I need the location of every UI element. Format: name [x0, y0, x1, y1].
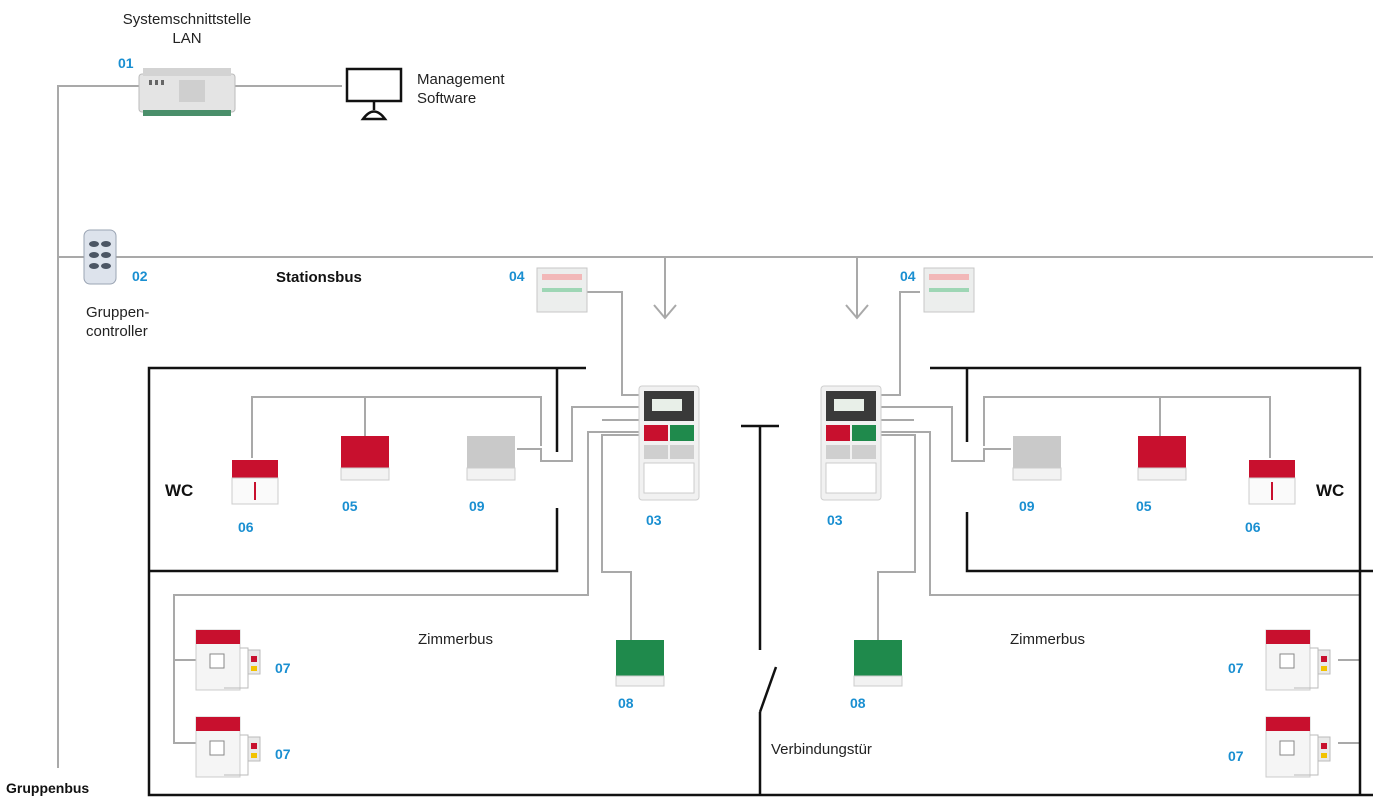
number-05-left: 05: [342, 498, 358, 514]
room-terminal-icon: [638, 385, 700, 501]
number-04-left: 04: [509, 268, 525, 284]
pull-cord-icon: [1248, 460, 1296, 505]
bed-call-unit-icon: [195, 629, 261, 691]
number-07-left-top: 07: [275, 660, 291, 676]
monitor-icon: [345, 67, 403, 121]
group-controller-label-line2: controller: [86, 323, 148, 340]
number-08-right: 08: [850, 695, 866, 711]
wc-right-label: WC: [1316, 481, 1345, 500]
system-interface-label-line1: Systemschnittstelle: [122, 11, 252, 28]
arrow-left: [653, 257, 677, 320]
verbindungstuer-label: Verbindungstür: [771, 741, 872, 758]
number-08-left: 08: [618, 695, 634, 711]
green-cancel-button-icon: [615, 640, 665, 687]
corridor-light-icon: [923, 267, 975, 313]
zimmerbus-left: [601, 434, 640, 640]
zimmerbus-right-label: Zimmerbus: [1010, 631, 1086, 648]
zimmerbus-right: [877, 434, 916, 640]
red-call-button-icon: [340, 436, 390, 481]
number-07-left-bottom: 07: [275, 746, 291, 762]
room-right-wall: [930, 366, 1362, 795]
bed-call-unit-icon: [195, 716, 261, 778]
gruppenbus-line: [57, 85, 140, 768]
zimmerbus-left-label: Zimmerbus: [418, 631, 494, 648]
number-06-left: 06: [238, 519, 254, 535]
light-right-link: [880, 291, 920, 396]
management-label: Management Software: [417, 70, 505, 108]
corridor-light-icon: [536, 267, 588, 313]
wc-left-label: WC: [165, 481, 194, 500]
number-02: 02: [132, 268, 148, 284]
number-09-left: 09: [469, 498, 485, 514]
number-09-right: 09: [1019, 498, 1035, 514]
arrow-right: [845, 257, 869, 320]
door-frame: [741, 424, 779, 650]
din-rail-module-icon: [138, 68, 236, 116]
number-03-left: 03: [646, 512, 662, 528]
number-01: 01: [118, 55, 134, 71]
room-terminal-icon: [820, 385, 882, 501]
light-left-link: [587, 291, 640, 396]
door-leaf: [758, 666, 778, 713]
number-07-right-bottom: 07: [1228, 748, 1244, 764]
gray-call-button-icon: [1012, 436, 1062, 481]
bed-call-unit-icon: [1265, 629, 1331, 691]
system-interface-label-line2: LAN: [172, 30, 202, 47]
gruppenbus-label: Gruppenbus: [6, 780, 90, 796]
management-label-line2: Software: [417, 90, 477, 107]
system-interface-label: Systemschnittstelle LAN: [112, 10, 262, 48]
bed-call-unit-icon: [1265, 716, 1331, 778]
number-06-right: 06: [1245, 519, 1261, 535]
green-cancel-button-icon: [853, 640, 903, 687]
pull-cord-icon: [231, 460, 279, 505]
group-controller-label: Gruppen- controller: [86, 303, 149, 341]
wc-right-bus: [983, 396, 1271, 458]
number-07-right-top: 07: [1228, 660, 1244, 676]
group-controller-label-line1: Gruppen-: [86, 304, 150, 321]
wc-left-bus: [251, 396, 542, 458]
stationsbus-label: Stationsbus: [276, 269, 362, 286]
red-call-button-icon: [1137, 436, 1187, 481]
number-03-right: 03: [827, 512, 843, 528]
number-04-right: 04: [900, 268, 916, 284]
number-05-right: 05: [1136, 498, 1152, 514]
keypad-remote-icon: [83, 229, 117, 285]
gray-call-button-icon: [466, 436, 516, 481]
management-label-line1: Management: [417, 71, 505, 88]
